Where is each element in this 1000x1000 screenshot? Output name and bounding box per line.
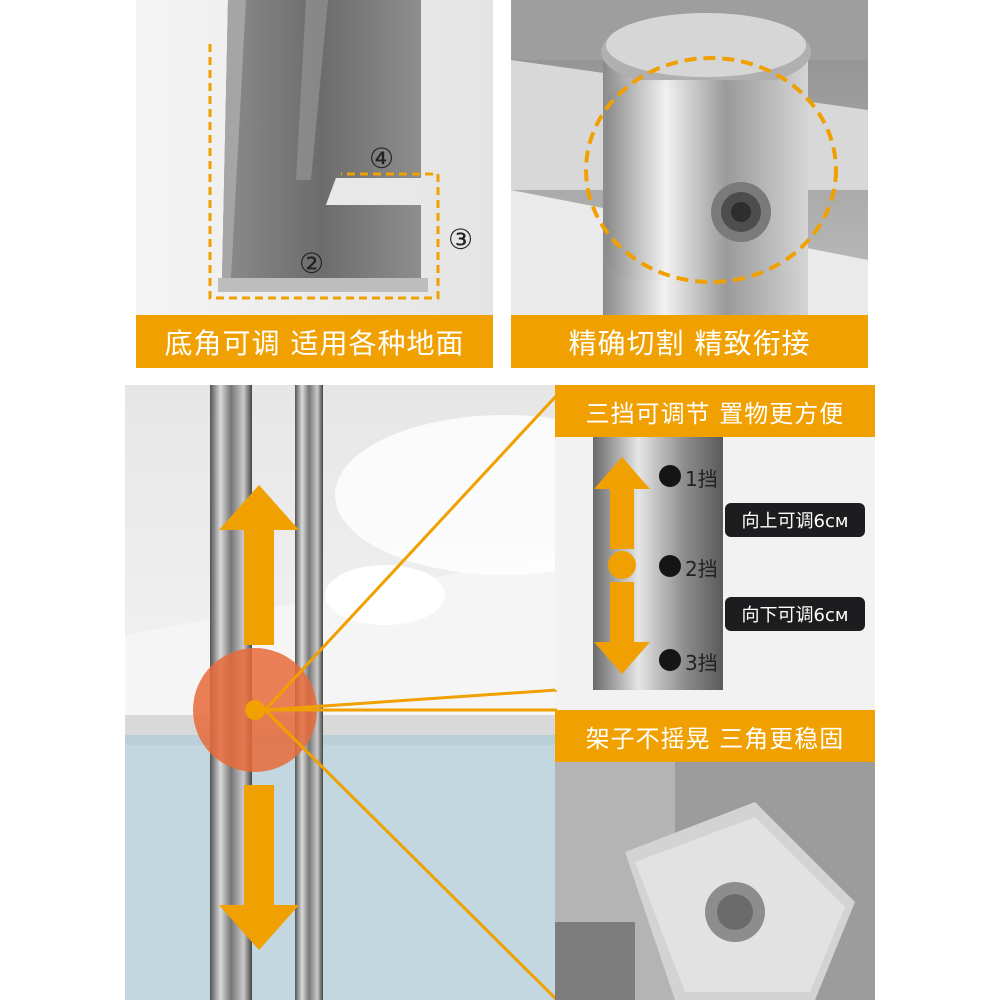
joint-illustration bbox=[511, 0, 868, 368]
panel-shelf-pole: 三挡可调节 置物更方便 1挡 2挡 3挡 向上可调6cм 向下可调6cм 架子不… bbox=[125, 385, 875, 1000]
up-note: 向上可调6cм bbox=[725, 503, 865, 537]
inset-triangle: 架子不摇晃 三角更稳固 bbox=[555, 710, 875, 1000]
marker-4: ④ bbox=[369, 142, 395, 175]
caption-triangle: 架子不摇晃 三角更稳固 bbox=[555, 710, 875, 762]
inset-pole bbox=[593, 437, 723, 690]
caption-three-positions: 三挡可调节 置物更方便 bbox=[555, 385, 875, 437]
caption-precise-cut: 精确切割 精致衔接 bbox=[511, 315, 868, 368]
marker-3: ③ bbox=[448, 223, 474, 256]
marker-2: ② bbox=[299, 247, 325, 280]
dashed-outline bbox=[208, 44, 440, 300]
gear-label-2: 2挡 bbox=[685, 557, 718, 581]
gear-dot-icon bbox=[659, 555, 681, 577]
gear-dot-icon bbox=[659, 649, 681, 671]
gear-label-3: 3挡 bbox=[685, 651, 718, 675]
foot-bracket-illustration bbox=[136, 0, 493, 368]
panel-precise-cut: 精确切割 精致衔接 bbox=[511, 0, 868, 368]
callout-circle-icon bbox=[193, 393, 559, 1000]
panel-adjustable-foot: ② ③ ④ 底角可调 适用各种地面 bbox=[136, 0, 493, 368]
gear-label-1: 1挡 bbox=[685, 467, 718, 491]
double-arrow-icon bbox=[219, 485, 299, 950]
down-note: 向下可调6cм bbox=[725, 597, 865, 631]
gear-dot-icon bbox=[659, 465, 681, 487]
dashed-circle bbox=[584, 56, 838, 284]
inset-adjust: 三挡可调节 置物更方便 1挡 2挡 3挡 向上可调6cм 向下可调6cм bbox=[555, 385, 875, 690]
caption-adjustable-foot: 底角可调 适用各种地面 bbox=[136, 315, 493, 368]
triangle-bracket-illustration bbox=[555, 762, 875, 1000]
